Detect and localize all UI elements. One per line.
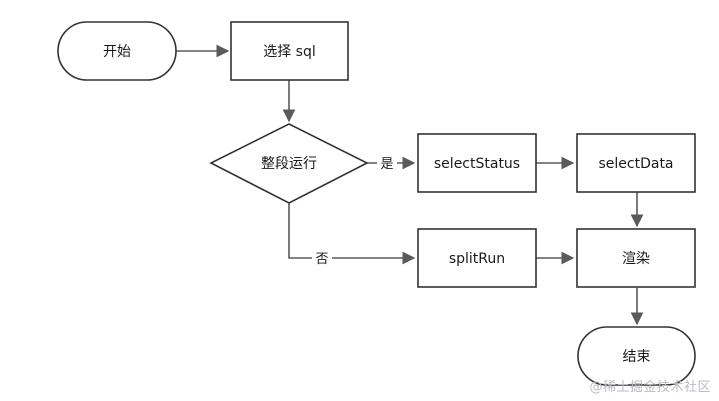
edge-decision-to-split-run xyxy=(288,203,416,265)
node-start: 开始 xyxy=(57,21,177,81)
render-process-shape xyxy=(576,228,696,288)
start-terminal-shape xyxy=(57,21,177,81)
node-select-status: selectStatus xyxy=(417,133,537,193)
edge-no-label: 否 xyxy=(315,252,328,267)
node-end: 结束 xyxy=(577,326,696,386)
select-sql-process-shape xyxy=(230,21,349,81)
render-label: 渲染 xyxy=(622,251,650,267)
node-decision: 整段运行 xyxy=(209,123,369,204)
select-data-process-shape xyxy=(576,133,696,193)
node-split-run: splitRun xyxy=(417,228,537,288)
split-run-label: splitRun xyxy=(449,251,505,267)
split-run-process-shape xyxy=(417,228,537,288)
edges xyxy=(176,44,644,326)
end-label: 结束 xyxy=(623,349,651,365)
edge-yes-label-bg xyxy=(377,154,397,172)
node-select-data: selectData xyxy=(576,133,696,193)
end-terminal-shape xyxy=(577,326,696,386)
edge-yes-label: 是 xyxy=(380,157,393,172)
node-render: 渲染 xyxy=(576,228,696,288)
decision-diamond-shape xyxy=(209,123,369,204)
watermark: @稀土掘金技术社区 xyxy=(589,380,711,395)
decision-label: 整段运行 xyxy=(261,156,317,172)
select-sql-label: 选择 sql xyxy=(263,44,316,60)
select-status-process-shape xyxy=(417,133,537,193)
node-select-sql: 选择 sql xyxy=(230,21,349,81)
select-data-label: selectData xyxy=(598,156,673,172)
edge-no-label-bg xyxy=(312,249,332,267)
select-status-label: selectStatus xyxy=(434,156,520,172)
start-label: 开始 xyxy=(103,44,131,60)
